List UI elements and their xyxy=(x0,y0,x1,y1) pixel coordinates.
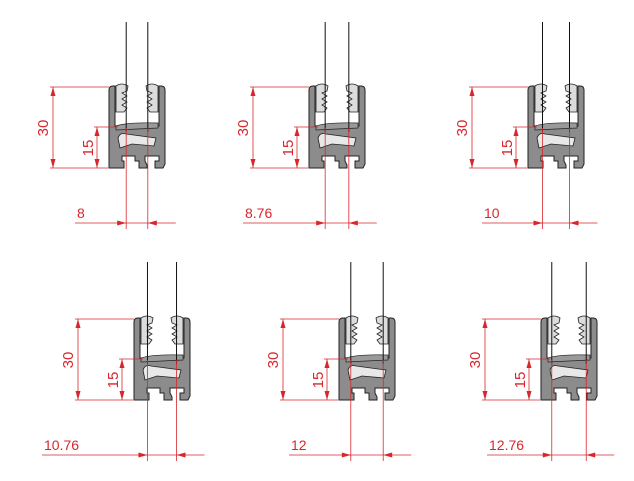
aluminium-profile xyxy=(527,83,585,169)
gasket-right xyxy=(577,315,591,345)
arrowhead xyxy=(533,220,543,226)
arrowhead xyxy=(294,127,300,136)
glass-thickness-label: 12 xyxy=(291,437,307,453)
arrowhead xyxy=(119,359,125,368)
arrowhead xyxy=(280,319,286,328)
arrowhead xyxy=(280,391,286,400)
base-label: 15 xyxy=(280,140,297,157)
gasket-left xyxy=(547,315,561,345)
arrowhead xyxy=(542,452,552,458)
base-label: 15 xyxy=(310,372,327,389)
arrowhead xyxy=(176,452,186,458)
height-label: 30 xyxy=(235,120,252,137)
arrowhead xyxy=(482,391,488,400)
arrowhead xyxy=(482,319,488,328)
profile-panel: 30 15 12.76 xyxy=(467,262,615,461)
aluminium-profile xyxy=(108,83,166,169)
arrowhead xyxy=(94,127,100,136)
gasket-left xyxy=(315,83,329,113)
arrowhead xyxy=(138,452,148,458)
arrowhead xyxy=(117,220,127,226)
aluminium-profile xyxy=(308,83,366,169)
gasket-right xyxy=(145,83,159,113)
arrowhead xyxy=(316,220,326,226)
arrowhead xyxy=(348,220,358,226)
glass-seat xyxy=(345,354,389,363)
gasket-right xyxy=(345,83,359,113)
glass-seat xyxy=(140,354,184,363)
arrowhead xyxy=(75,319,81,328)
profile-panel: 30 15 8 xyxy=(35,22,176,229)
glass-thickness-label: 8 xyxy=(77,205,85,221)
profile-cavity xyxy=(536,133,576,149)
arrowhead xyxy=(324,359,330,368)
profile-panel: 30 15 8.76 xyxy=(235,22,377,229)
arrowhead xyxy=(341,452,351,458)
arrowhead xyxy=(526,359,532,368)
arrowhead xyxy=(250,87,256,96)
arrowhead xyxy=(294,159,300,168)
arrowhead xyxy=(75,391,81,400)
arrowhead xyxy=(50,87,56,96)
glass-thickness-label: 10 xyxy=(484,205,500,221)
gasket-left xyxy=(534,83,548,113)
arrowhead xyxy=(469,159,475,168)
profile-cavity xyxy=(117,133,157,149)
profile-cavity xyxy=(549,365,589,381)
arrowhead xyxy=(586,452,596,458)
arrowhead xyxy=(119,391,125,400)
height-label: 30 xyxy=(35,120,52,137)
gasket-left xyxy=(345,315,359,345)
profile-cavity xyxy=(347,365,387,381)
aluminium-profile xyxy=(540,315,598,401)
arrowhead xyxy=(513,159,519,168)
profile-cavity xyxy=(317,133,357,149)
base-label: 15 xyxy=(80,140,97,157)
aluminium-profile xyxy=(338,315,396,401)
glass-thickness-label: 12.76 xyxy=(489,437,524,453)
profile-cavity xyxy=(142,365,182,381)
arrowhead xyxy=(147,220,157,226)
gasket-right xyxy=(375,315,389,345)
base-label: 15 xyxy=(499,140,516,157)
arrowhead xyxy=(324,391,330,400)
height-label: 30 xyxy=(60,352,77,369)
base-label: 15 xyxy=(512,372,529,389)
arrowhead xyxy=(94,159,100,168)
gasket-right xyxy=(564,83,578,113)
glass-thickness-label: 8.76 xyxy=(245,205,272,221)
gasket-left xyxy=(115,83,129,113)
glass-thickness-label: 10.76 xyxy=(44,437,79,453)
arrowhead xyxy=(513,127,519,136)
arrowhead xyxy=(50,159,56,168)
profile-panel: 30 15 10.76 xyxy=(42,262,205,461)
glass-seat xyxy=(315,122,359,131)
height-label: 30 xyxy=(467,352,484,369)
arrowhead xyxy=(469,87,475,96)
height-label: 30 xyxy=(454,120,471,137)
height-label: 30 xyxy=(265,352,282,369)
profile-panel: 30 15 12 xyxy=(265,262,412,461)
arrowhead xyxy=(383,452,393,458)
arrowhead xyxy=(569,220,579,226)
aluminium-profile xyxy=(133,315,191,401)
glass-seat xyxy=(534,122,578,131)
base-label: 15 xyxy=(105,372,122,389)
profile-panel: 30 15 10 xyxy=(454,22,598,229)
arrowhead xyxy=(526,391,532,400)
arrowhead xyxy=(250,159,256,168)
